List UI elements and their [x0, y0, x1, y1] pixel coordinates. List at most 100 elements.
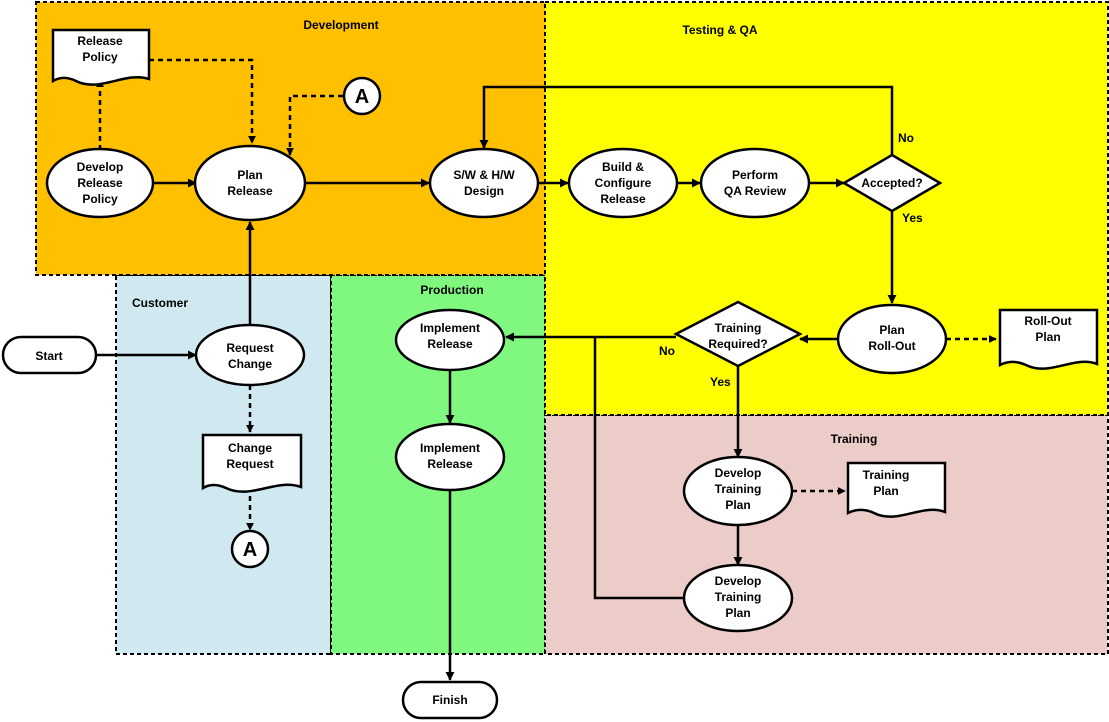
connector-a-bottom-label-line: A — [243, 539, 257, 561]
connector-a-top-label-line: A — [355, 86, 369, 108]
lane-training: Training — [544, 414, 1109, 655]
perform-qa-node — [699, 147, 811, 219]
release-policy-document — [51, 28, 151, 86]
request-change-label-line: Change — [228, 357, 272, 371]
start-label: Start — [35, 349, 62, 363]
training-required-label-line: Training — [715, 321, 762, 335]
training-plan-doc-label-line: Training — [863, 468, 910, 482]
develop-training-plan-2-label-line: Plan — [725, 606, 750, 620]
training-required-decision — [673, 300, 803, 368]
build-configure-node — [567, 147, 679, 219]
training-required-yes-label: Yes — [710, 375, 731, 389]
develop-release-policy-label-line: Release — [77, 176, 123, 190]
edge-connector-a-to-plan-release — [286, 94, 343, 156]
plan-rollout-label-line: Roll-Out — [868, 339, 915, 353]
training-plan-document — [846, 461, 947, 518]
lane-development-title: Development — [303, 18, 378, 32]
lane-customer-title: Customer — [132, 296, 188, 310]
rollout-plan-label-line: Plan — [1035, 330, 1060, 344]
sw-hw-design-label-line: S/W & H/W — [453, 168, 515, 182]
release-policy-label-line: Policy — [82, 50, 118, 64]
request-change-label-line: Request — [226, 341, 273, 355]
accepted-no-label: No — [898, 131, 914, 145]
lane-production-title: Production — [420, 283, 483, 297]
edge-release-policy-to-plan-release — [149, 58, 256, 144]
sw-hw-design-label: S/W & H/W Design — [453, 168, 515, 198]
develop-training-plan-1-label-line: Develop — [715, 466, 762, 480]
perform-qa-label: Perform QA Review — [724, 168, 787, 198]
edge-accepted-no-to-design — [479, 85, 894, 155]
accepted-label-line: Accepted? — [861, 176, 922, 190]
finish-label-line: Finish — [432, 693, 467, 707]
develop-release-policy-label-line: Develop — [77, 160, 124, 174]
lane-testing-title: Testing & QA — [682, 23, 757, 37]
connector-a-bottom-node — [230, 529, 270, 569]
connector-a-bottom-label: A — [243, 539, 257, 561]
build-configure-label-line: Build & — [602, 160, 644, 174]
develop-release-policy-node — [45, 147, 155, 219]
perform-qa-label-line: QA Review — [724, 184, 787, 198]
plan-release-label-line: Release — [227, 184, 273, 198]
change-request-label-line: Change — [228, 441, 272, 455]
start-terminator — [1, 335, 98, 375]
training-required-label-line: Required? — [708, 337, 767, 351]
implement-release-2-node — [394, 422, 506, 492]
accepted-yes-label: Yes — [902, 211, 923, 225]
rollout-plan-document — [998, 308, 1099, 370]
sw-hw-design-node — [428, 147, 540, 219]
develop-training-plan-2-node — [682, 563, 794, 633]
request-change-node — [194, 323, 306, 387]
accepted-label: Accepted? — [861, 176, 922, 190]
plan-rollout-label-line: Plan — [879, 323, 904, 337]
connectors — [96, 58, 997, 681]
edge-develop-training-back-to-implement — [593, 337, 684, 600]
develop-training-plan-1-label-line: Training — [715, 482, 762, 496]
change-request-label-line: Request — [226, 457, 273, 471]
training-plan-doc-label-line: Plan — [873, 484, 898, 498]
perform-qa-label-line: Perform — [732, 168, 778, 182]
branch-labels: No Yes No Yes — [659, 131, 923, 389]
develop-training-plan-1-label-line: Plan — [725, 498, 750, 512]
implement-release-1-label-line: Implement — [420, 321, 480, 335]
build-configure-label-line: Release — [600, 192, 646, 206]
change-request-document — [201, 433, 303, 493]
build-configure-label-line: Configure — [595, 176, 652, 190]
release-policy-label-line: Release — [77, 34, 123, 48]
start-label-line: Start — [35, 349, 62, 363]
implement-release-2-label-line: Implement — [420, 441, 480, 455]
implement-release-1-label-line: Release — [427, 337, 473, 351]
rollout-plan-label-line: Roll-Out — [1024, 314, 1071, 328]
implement-release-1-node — [394, 308, 506, 372]
develop-training-plan-2-label-line: Training — [715, 590, 762, 604]
develop-training-plan-1-node — [682, 455, 794, 527]
training-required-no-label: No — [659, 344, 675, 358]
lane-training-bg — [544, 414, 1109, 655]
plan-release-label-line: Plan — [237, 168, 262, 182]
connector-a-top-label: A — [355, 86, 369, 108]
finish-terminator — [401, 680, 499, 720]
sw-hw-design-label-line: Design — [464, 184, 504, 198]
connector-a-top-node — [342, 76, 382, 116]
accepted-decision — [841, 153, 943, 213]
implement-release-2-label-line: Release — [427, 457, 473, 471]
shapes — [1, 28, 1099, 720]
lane-training-title: Training — [831, 432, 878, 446]
finish-label: Finish — [432, 693, 467, 707]
develop-release-policy-label-line: Policy — [82, 192, 118, 206]
